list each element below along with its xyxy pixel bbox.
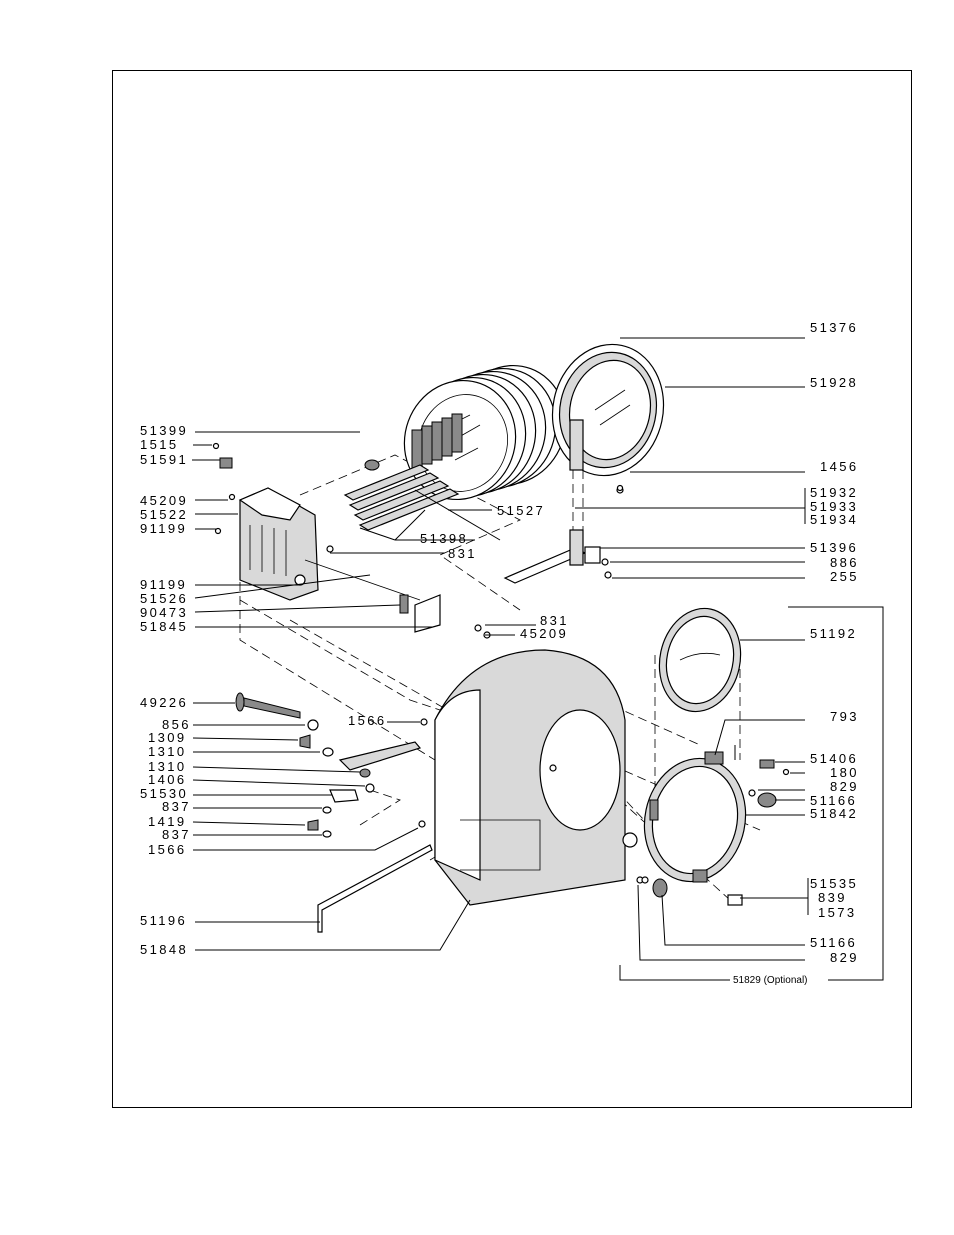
label-51934: 51934 [810, 512, 858, 527]
adjuster-assembly [236, 693, 432, 932]
label-51829-optional: 51829 (Optional) [733, 975, 808, 986]
slider-bracket-51845 [400, 595, 481, 632]
label-51192: 51192 [810, 626, 857, 641]
label-51376: 51376 [810, 320, 858, 335]
label-839: 839 [818, 890, 847, 905]
label-837-b: 837 [162, 827, 191, 842]
label-91199-bottom: 91199 [140, 577, 187, 592]
front-lens-51192 [650, 601, 750, 719]
label-51928: 51928 [810, 375, 858, 390]
lamp-housing-51848 [435, 650, 643, 905]
label-51932: 51932 [810, 485, 858, 500]
label-831-top: 831 [448, 546, 477, 561]
label-829-bottom: 829 [830, 950, 859, 965]
label-49226: 49226 [140, 695, 188, 710]
label-1310-a: 1310 [148, 744, 187, 759]
filter-wheel-pack [345, 350, 582, 540]
label-1566-bottom: 1566 [148, 842, 187, 857]
label-91199-top: 91199 [140, 521, 187, 536]
label-1309: 1309 [148, 730, 187, 745]
label-886: 886 [830, 555, 859, 570]
label-51399: 51399 [140, 423, 188, 438]
label-90473: 90473 [140, 605, 188, 620]
label-51842: 51842 [810, 806, 858, 821]
label-51535: 51535 [810, 876, 858, 891]
label-1515: 1515 [140, 437, 179, 452]
label-51591: 51591 [140, 452, 188, 467]
label-51166-bottom: 51166 [810, 935, 857, 950]
label-1456: 1456 [820, 459, 859, 474]
label-51522: 51522 [140, 507, 188, 522]
label-51848: 51848 [140, 942, 188, 957]
label-837-a: 837 [162, 799, 191, 814]
label-1406: 1406 [148, 772, 187, 787]
label-51527: 51527 [497, 503, 545, 518]
front-ring-51842 [633, 749, 757, 891]
label-180: 180 [830, 765, 859, 780]
label-793: 793 [830, 709, 859, 724]
label-51396: 51396 [810, 540, 858, 555]
label-255: 255 [830, 569, 859, 584]
label-51526: 51526 [140, 591, 188, 606]
label-51196: 51196 [140, 913, 187, 928]
label-1573: 1573 [818, 905, 857, 920]
label-45209-top: 45209 [140, 493, 188, 508]
label-45209-bottom: 45209 [520, 626, 568, 641]
label-51845: 51845 [140, 619, 188, 634]
label-1566-top: 1566 [348, 713, 387, 728]
label-51398: 51398 [420, 531, 468, 546]
label-51406: 51406 [810, 751, 858, 766]
label-829-top: 829 [830, 779, 859, 794]
